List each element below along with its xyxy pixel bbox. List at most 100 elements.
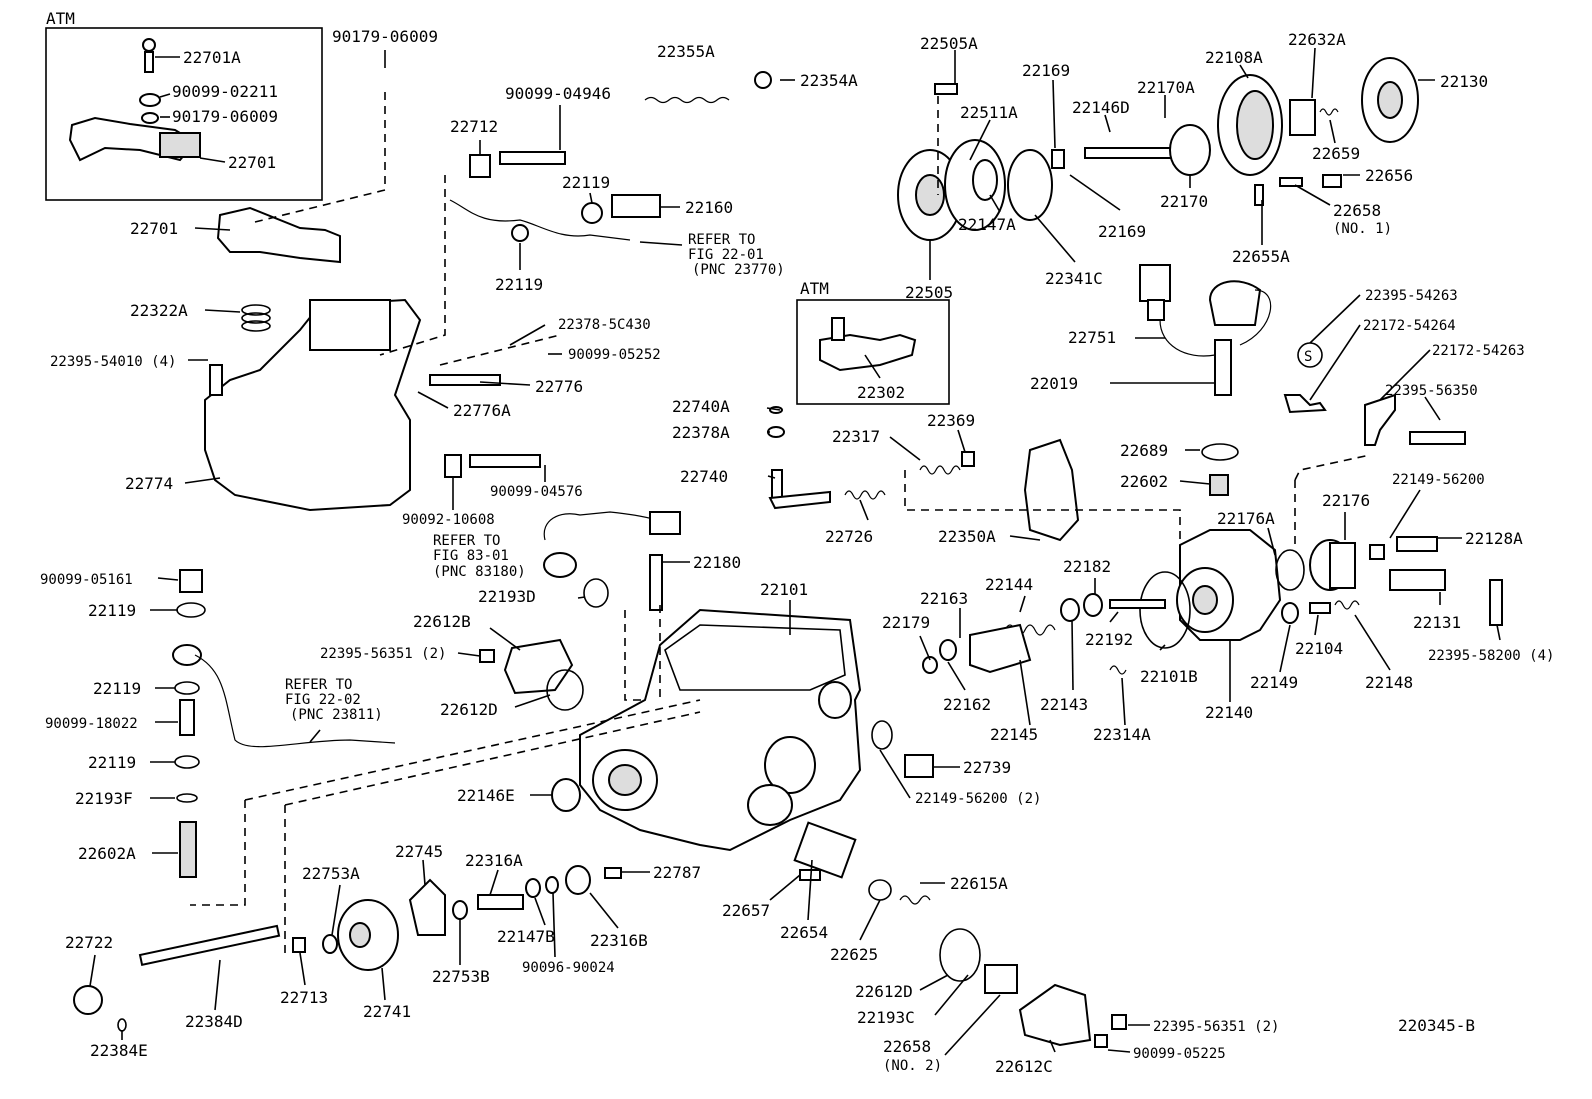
label-22149: 22149 — [1250, 673, 1298, 692]
ref-fig-83-01-line3: (PNC 83180) — [433, 564, 526, 580]
label-22354A: 22354A — [800, 71, 858, 90]
label-22787: 22787 — [653, 863, 701, 882]
label-22162: 22162 — [943, 695, 991, 714]
label-90099-04946: 90099-04946 — [505, 84, 611, 103]
label-22712: 22712 — [450, 117, 498, 136]
label-22658-no2: 22658 — [883, 1037, 931, 1056]
label-22701: 22701 — [130, 219, 178, 238]
label-90099-05252: 90099-05252 — [568, 347, 661, 363]
label-22753B: 22753B — [432, 967, 490, 986]
label-22316A: 22316A — [465, 851, 523, 870]
part-labels: 22701A 90099-02211 90179-06009 22701 901… — [40, 27, 1554, 1076]
label-22658-no1: 22658 — [1333, 201, 1381, 220]
label-22130: 22130 — [1440, 72, 1488, 91]
ref-fig-83-01-line2: FIG 83-01 — [433, 548, 509, 564]
ref-fig-22-02-line1: REFER TO — [285, 677, 352, 693]
label-22384E: 22384E — [90, 1041, 148, 1060]
label-22740A: 22740A — [672, 397, 730, 416]
label-22654: 22654 — [780, 923, 828, 942]
label-22774: 22774 — [125, 474, 173, 493]
label-22193F: 22193F — [75, 789, 133, 808]
label-90179-06009-inset: 90179-06009 — [172, 107, 278, 126]
label-22395-56350: 22395-56350 — [1385, 383, 1478, 399]
label-22505: 22505 — [905, 283, 953, 302]
label-22632A: 22632A — [1288, 30, 1346, 49]
label-22193C: 22193C — [857, 1008, 915, 1027]
atm-inset-mid — [796, 299, 950, 405]
label-22179: 22179 — [882, 613, 930, 632]
label-22104: 22104 — [1295, 639, 1343, 658]
atm-inset-mid-title: ATM — [800, 279, 829, 298]
label-22180: 22180 — [693, 553, 741, 572]
label-22160: 22160 — [685, 198, 733, 217]
label-22505A: 22505A — [920, 34, 978, 53]
label-90099-05161: 90099-05161 — [40, 572, 133, 588]
ref-fig-22-02-line3: (PNC 23811) — [290, 707, 383, 723]
label-90099-05225: 90099-05225 — [1133, 1046, 1226, 1062]
label-22713: 22713 — [280, 988, 328, 1007]
label-22511A: 22511A — [960, 103, 1018, 122]
label-22776A: 22776A — [453, 401, 511, 420]
label-22612D-a: 22612D — [440, 700, 498, 719]
label-22395-56351-b: 22395-56351 (2) — [1153, 1019, 1279, 1035]
label-22658-no2-suffix: (NO. 2) — [883, 1058, 942, 1074]
label-90099-04576: 90099-04576 — [490, 484, 583, 500]
label-22625: 22625 — [830, 945, 878, 964]
label-22145: 22145 — [990, 725, 1038, 744]
label-90099-18022: 90099-18022 — [45, 716, 138, 732]
label-22656: 22656 — [1365, 166, 1413, 185]
label-22119-d: 22119 — [93, 679, 141, 698]
label-22612C: 22612C — [995, 1057, 1053, 1076]
label-22602A: 22602A — [78, 844, 136, 863]
label-22316B: 22316B — [590, 931, 648, 950]
label-22149-56200-b: 22149-56200 (2) — [915, 791, 1041, 807]
label-22701A: 22701A — [183, 48, 241, 67]
atm-inset-top — [45, 27, 323, 201]
label-22317: 22317 — [832, 427, 880, 446]
label-90092-10608: 90092-10608 — [402, 512, 495, 528]
label-22369: 22369 — [927, 411, 975, 430]
label-22701-inset: 22701 — [228, 153, 276, 172]
ref-fig-83-01-line1: REFER TO — [433, 533, 500, 549]
label-22192: 22192 — [1085, 630, 1133, 649]
label-22740: 22740 — [680, 467, 728, 486]
label-22726: 22726 — [825, 527, 873, 546]
label-22612D-b: 22612D — [855, 982, 913, 1001]
guide-lines — [190, 92, 1371, 958]
label-22172-54264: 22172-54264 — [1363, 318, 1456, 334]
part-shapes: S — [68, 38, 1503, 1048]
label-22140: 22140 — [1205, 703, 1253, 722]
diagram-id: 220345-B — [1398, 1016, 1475, 1035]
label-90096-90024: 90096-90024 — [522, 960, 615, 976]
label-22395-56351-a: 22395-56351 (2) — [320, 646, 446, 662]
label-22722: 22722 — [65, 933, 113, 952]
label-22176: 22176 — [1322, 491, 1370, 510]
label-22170: 22170 — [1160, 192, 1208, 211]
label-22659: 22659 — [1312, 144, 1360, 163]
ref-fig-22-01-line1: REFER TO — [688, 232, 755, 248]
label-22395-54263: 22395-54263 — [1365, 288, 1458, 304]
label-22101: 22101 — [760, 580, 808, 599]
label-22776: 22776 — [535, 377, 583, 396]
label-22655A: 22655A — [1232, 247, 1290, 266]
label-22355A: 22355A — [657, 42, 715, 61]
label-22163: 22163 — [920, 589, 968, 608]
label-22751: 22751 — [1068, 328, 1116, 347]
label-22753A: 22753A — [302, 864, 360, 883]
ref-fig-22-01-line2: FIG 22-01 — [688, 247, 764, 263]
label-90099-02211: 90099-02211 — [172, 82, 278, 101]
label-22395-58200: 22395-58200 (4) — [1428, 648, 1554, 664]
label-22149-56200-a: 22149-56200 — [1392, 472, 1485, 488]
label-22745: 22745 — [395, 842, 443, 861]
label-22131: 22131 — [1413, 613, 1461, 632]
label-22350A: 22350A — [938, 527, 996, 546]
label-22612B: 22612B — [413, 612, 471, 631]
label-22144: 22144 — [985, 575, 1033, 594]
label-22169-b: 22169 — [1098, 222, 1146, 241]
label-22147B: 22147B — [497, 927, 555, 946]
label-22602: 22602 — [1120, 472, 1168, 491]
atm-inset-top-title: ATM — [46, 9, 75, 28]
label-90179-06009: 90179-06009 — [332, 27, 438, 46]
label-22119-b: 22119 — [495, 275, 543, 294]
